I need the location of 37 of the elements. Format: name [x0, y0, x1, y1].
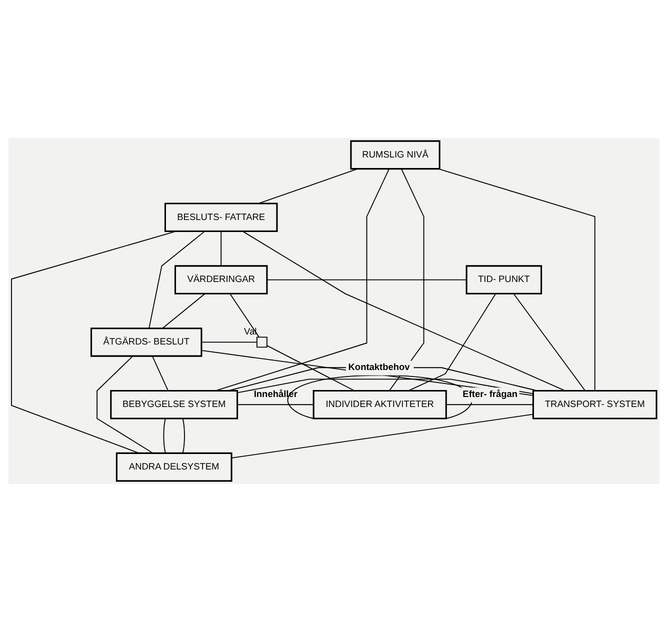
- edge-label: Efter- frågan: [462, 389, 518, 399]
- connector: [163, 418, 166, 454]
- connector: [237, 404, 314, 406]
- connector: [215, 168, 390, 392]
- connector: [231, 414, 534, 458]
- connector: [513, 293, 586, 391]
- node-box: RUMSLIG NIVÅ: [350, 140, 440, 170]
- node-label: Val: [244, 326, 257, 337]
- connector: [266, 345, 355, 392]
- node-box: TRANSPORT- SYSTEM: [532, 390, 658, 420]
- connector: [201, 342, 258, 343]
- connector: [288, 374, 472, 419]
- connector: [148, 230, 206, 329]
- connector: [182, 418, 185, 454]
- connector: [408, 293, 496, 392]
- node-box: TID- PUNKT: [466, 265, 542, 294]
- connector: [438, 168, 596, 392]
- connector: [388, 168, 424, 392]
- edge-label: Kontaktbehov: [348, 362, 410, 372]
- connector: [266, 279, 467, 280]
- node-box: VÄRDERINGAR: [174, 265, 268, 294]
- connector: [152, 356, 169, 392]
- node-box: BESLUTS- FATTARE: [164, 202, 278, 232]
- connector: [11, 230, 176, 454]
- connector: [258, 168, 358, 204]
- node-box: BEBYGGELSE SYSTEM: [110, 390, 238, 420]
- connector: [162, 293, 206, 329]
- node-box: INDIVIDER AKTIVITETER: [312, 390, 447, 420]
- node-box: [256, 336, 268, 348]
- connector: [446, 404, 534, 406]
- connector: [242, 230, 566, 392]
- connector: [96, 356, 154, 454]
- connector: [236, 378, 534, 394]
- node-box: ÅTGÄRDS- BESLUT: [90, 328, 202, 357]
- connector: [220, 230, 222, 266]
- connector: [230, 293, 260, 338]
- node-box: ANDRA DELSYSTEM: [116, 452, 232, 482]
